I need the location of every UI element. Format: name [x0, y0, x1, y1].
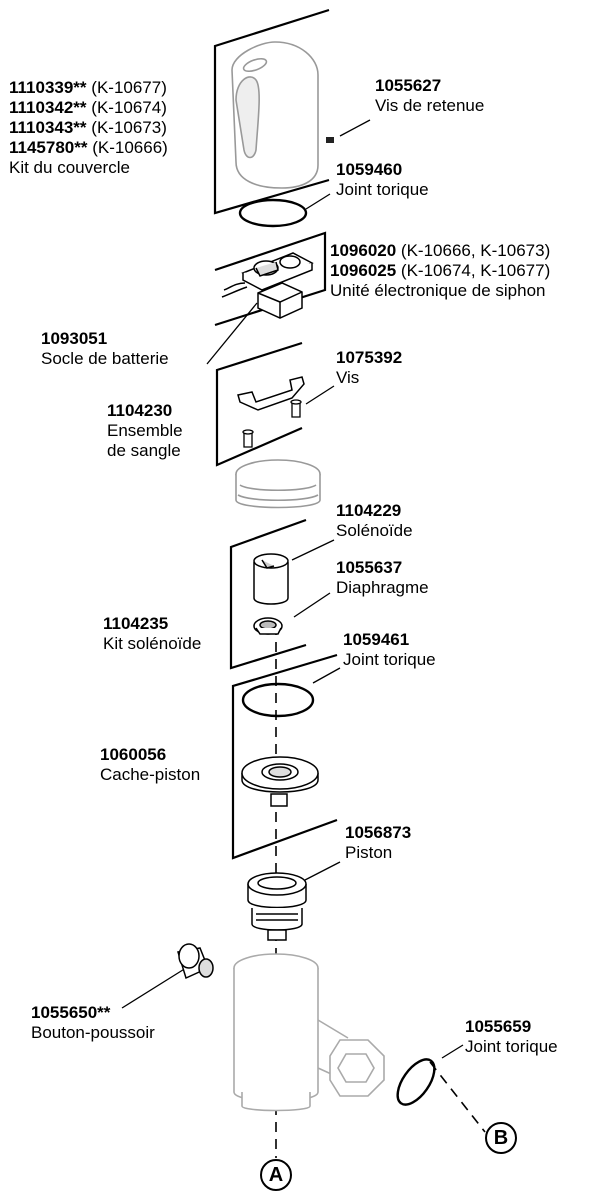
leader-piston	[304, 861, 341, 881]
diaphragm-name: Diaphragme	[336, 578, 429, 597]
o-ring-top-name: Joint torique	[336, 180, 429, 199]
leader-o-ring-mid	[312, 667, 341, 684]
label-electronic-unit: 1096020 (K-10666, K-10673) 1096025 (K-10…	[330, 241, 550, 301]
leader-push-button	[121, 967, 187, 1009]
solenoid-kit-bracket	[229, 518, 307, 670]
o-ring-side-drawing	[396, 1058, 436, 1106]
piston-cover-name: Cache-piston	[100, 765, 201, 784]
label-battery-base: 1093051 Socle de batterie	[41, 329, 169, 369]
label-retaining-screw: 1055627 Vis de retenue	[375, 76, 484, 116]
o-ring-mid-code: 1059461	[343, 630, 410, 649]
piston-drawing	[247, 872, 307, 941]
strap-assembly-name-1: Ensemble	[107, 421, 183, 440]
push-button-drawing	[177, 943, 214, 980]
screw-drawings	[242, 399, 302, 448]
label-cover-kit: 1110339** (K-10677) 1110342** (K-10674) …	[9, 78, 168, 178]
piston-cover-drawing	[241, 756, 319, 807]
leader-o-ring-side	[441, 1044, 464, 1059]
label-o-ring-mid: 1059461 Joint torique	[343, 630, 436, 670]
solenoid-name: Solénoïde	[336, 521, 413, 540]
solenoid-code: 1104229	[336, 501, 402, 520]
label-diaphragm: 1055637 Diaphragme	[336, 558, 429, 598]
electronic-unit-name: Unité électronique de siphon	[330, 281, 546, 300]
strap-assembly-code: 1104230	[107, 401, 173, 420]
battery-base-drawing	[257, 282, 303, 319]
o-ring-side-name: Joint torique	[465, 1037, 558, 1056]
electronic-unit-line-2: 1096025 (K-10674, K-10677)	[330, 261, 551, 280]
label-push-button: 1055650** Bouton-poussoir	[31, 1003, 155, 1043]
diaphragm-drawing	[253, 617, 283, 635]
label-o-ring-side: 1055659 Joint torique	[465, 1017, 558, 1057]
strap-drawing	[237, 376, 305, 411]
label-solenoid: 1104229 Solénoïde	[336, 501, 413, 541]
leader-o-ring-top	[305, 193, 331, 210]
strap-bracket	[215, 341, 303, 467]
nut-drawing	[235, 459, 321, 509]
solenoid-kit-name: Kit solénoïde	[103, 634, 202, 653]
leader-solenoid	[291, 539, 335, 561]
o-ring-side-code: 1055659	[465, 1017, 532, 1036]
label-screw: 1075392 Vis	[336, 348, 402, 388]
retaining-screw-name: Vis de retenue	[375, 96, 485, 115]
piston-bracket	[231, 653, 338, 860]
leader-screw	[305, 385, 335, 405]
leader-battery-base	[206, 302, 258, 365]
cover-kit-line-2: 1110342** (K-10674)	[9, 98, 167, 117]
electronic-unit-drawing	[221, 252, 314, 298]
piston-name: Piston	[345, 843, 393, 862]
battery-base-code: 1093051	[41, 329, 108, 348]
push-button-name: Bouton-poussoir	[31, 1023, 155, 1042]
leader-diaphragm	[293, 592, 331, 618]
piston-code: 1056873	[345, 823, 412, 842]
leader-retaining-screw	[339, 119, 371, 137]
valve-body-drawing	[233, 953, 385, 1112]
cover-kit-line-1: 1110339** (K-10677)	[9, 78, 167, 97]
o-ring-mid-name: Joint torique	[343, 650, 436, 669]
cover-kit-line-3: 1110343** (K-10673)	[9, 118, 167, 137]
screw-name: Vis	[336, 368, 360, 387]
cover-cap-drawing	[231, 41, 319, 189]
o-ring-top-code: 1059460	[336, 160, 403, 179]
cover-kit-line-4: 1145780** (K-10666)	[9, 138, 168, 157]
retaining-screw-code: 1055627	[375, 76, 442, 95]
piston-cover-code: 1060056	[100, 745, 167, 764]
strap-assembly-name-2: de sangle	[107, 441, 181, 460]
o-ring-mid-drawing	[241, 682, 315, 718]
retaining-screw-drawing	[326, 137, 334, 143]
electronic-unit-line-1: 1096020 (K-10666, K-10673)	[330, 241, 551, 260]
label-strap-assembly: 1104230 Ensemble de sangle	[107, 401, 183, 461]
label-solenoid-kit: 1104235 Kit solénoïde	[103, 614, 201, 654]
solenoid-drawing	[253, 553, 289, 605]
label-piston-cover: 1060056 Cache-piston	[100, 745, 200, 785]
callout-b: B	[485, 1122, 517, 1154]
cover-kit-bracket	[213, 8, 330, 215]
label-piston: 1056873 Piston	[345, 823, 411, 863]
battery-base-name: Socle de batterie	[41, 349, 169, 368]
label-o-ring-top: 1059460 Joint torique	[336, 160, 429, 200]
o-ring-top-drawing	[238, 198, 308, 228]
callout-a: A	[260, 1159, 292, 1191]
diaphragm-code: 1055637	[336, 558, 403, 577]
side-axis	[429, 1061, 486, 1133]
solenoid-kit-code: 1104235	[103, 614, 169, 633]
screw-code: 1075392	[336, 348, 403, 367]
push-button-code: 1055650**	[31, 1003, 111, 1022]
cover-kit-name: Kit du couvercle	[9, 158, 130, 177]
